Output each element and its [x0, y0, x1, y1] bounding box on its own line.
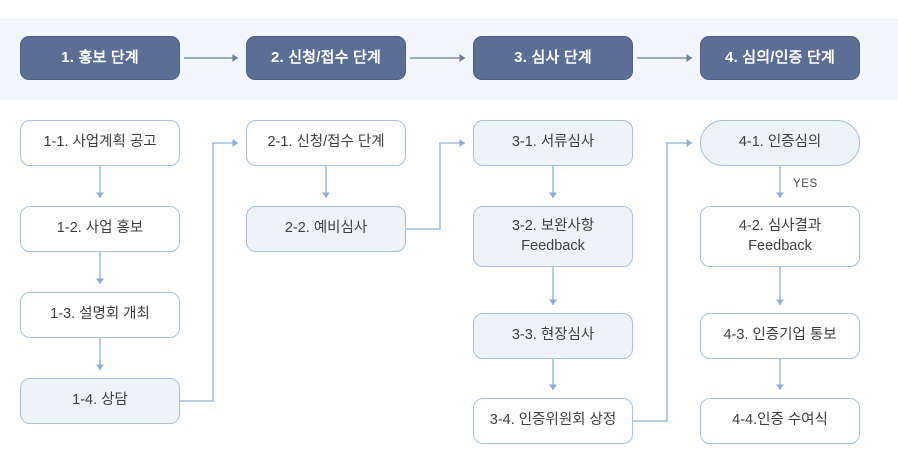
step-node-label: 4-4.인증 수여식: [732, 412, 828, 429]
connector-c-s12-s13: [96, 252, 104, 284]
step-node-s33[interactable]: 3-3. 현장심사: [473, 313, 633, 359]
step-node-s21[interactable]: 2-1. 신청/접수 단계: [246, 120, 406, 166]
step-node-label: 2-1. 신청/접수 단계: [267, 134, 385, 151]
phase-node-p3[interactable]: 3. 심사 단계: [473, 36, 633, 80]
phase-node-p2[interactable]: 2. 신청/접수 단계: [246, 36, 406, 80]
step-node-label: 3-4. 인증위원회 상정: [489, 412, 617, 429]
step-node-label: 1-4. 상담: [72, 392, 128, 409]
step-node-label: 3-3. 현장심사: [511, 327, 595, 344]
step-node-s22[interactable]: 2-2. 예비심사: [246, 206, 406, 252]
connector-c-s22-s31: [406, 139, 465, 230]
step-node-label: 4-1. 인증심의: [738, 134, 822, 151]
step-node-s34[interactable]: 3-4. 인증위원회 상정: [473, 398, 633, 444]
step-node-s43[interactable]: 4-3. 인증기업 통보: [700, 313, 860, 359]
step-node-label: 2-2. 예비심사: [284, 220, 368, 237]
connector-c-s13-s14: [96, 338, 104, 370]
connector-c-s14-s21: [180, 139, 238, 402]
step-node-s41[interactable]: 4-1. 인증심의: [700, 120, 860, 166]
connector-c-s34-s41: [633, 139, 692, 422]
step-node-label: 1-2. 사업 홍보: [56, 220, 144, 237]
step-node-s44[interactable]: 4-4.인증 수여식: [700, 398, 860, 444]
step-node-label: 1-3. 설명회 개최: [50, 306, 150, 323]
phase-node-label: 4. 심의/인증 단계: [724, 48, 835, 66]
connector-c-s11-s12: [96, 166, 104, 198]
connector-c-s43-s44: [776, 359, 784, 390]
step-node-s31[interactable]: 3-1. 서류심사: [473, 120, 633, 166]
phase-node-p1[interactable]: 1. 홍보 단계: [20, 36, 180, 80]
connector-c-s33-s34: [549, 359, 557, 390]
connector-c-s41-s42: [776, 166, 784, 198]
step-node-label: 1-1. 사업계획 공고: [43, 134, 157, 151]
phase-node-p4[interactable]: 4. 심의/인증 단계: [700, 36, 860, 80]
edge-label-c-s41-s42: YES: [793, 178, 818, 190]
phase-node-label: 1. 홍보 단계: [61, 48, 139, 66]
connector-c-s21-s22: [322, 166, 330, 198]
step-node-s13[interactable]: 1-3. 설명회 개최: [20, 292, 180, 338]
step-node-label: 3-1. 서류심사: [511, 134, 595, 151]
step-node-s14[interactable]: 1-4. 상담: [20, 378, 180, 424]
phase-node-label: 2. 신청/접수 단계: [270, 48, 381, 66]
phase-node-label: 3. 심사 단계: [514, 48, 592, 66]
step-node-s12[interactable]: 1-2. 사업 홍보: [20, 206, 180, 252]
step-node-s11[interactable]: 1-1. 사업계획 공고: [20, 120, 180, 166]
connector-c-s32-s33: [549, 267, 557, 305]
connector-c-s42-s43: [776, 267, 784, 305]
step-node-label: 4-3. 인증기업 통보: [723, 327, 837, 344]
connector-c-s31-s32: [549, 166, 557, 198]
